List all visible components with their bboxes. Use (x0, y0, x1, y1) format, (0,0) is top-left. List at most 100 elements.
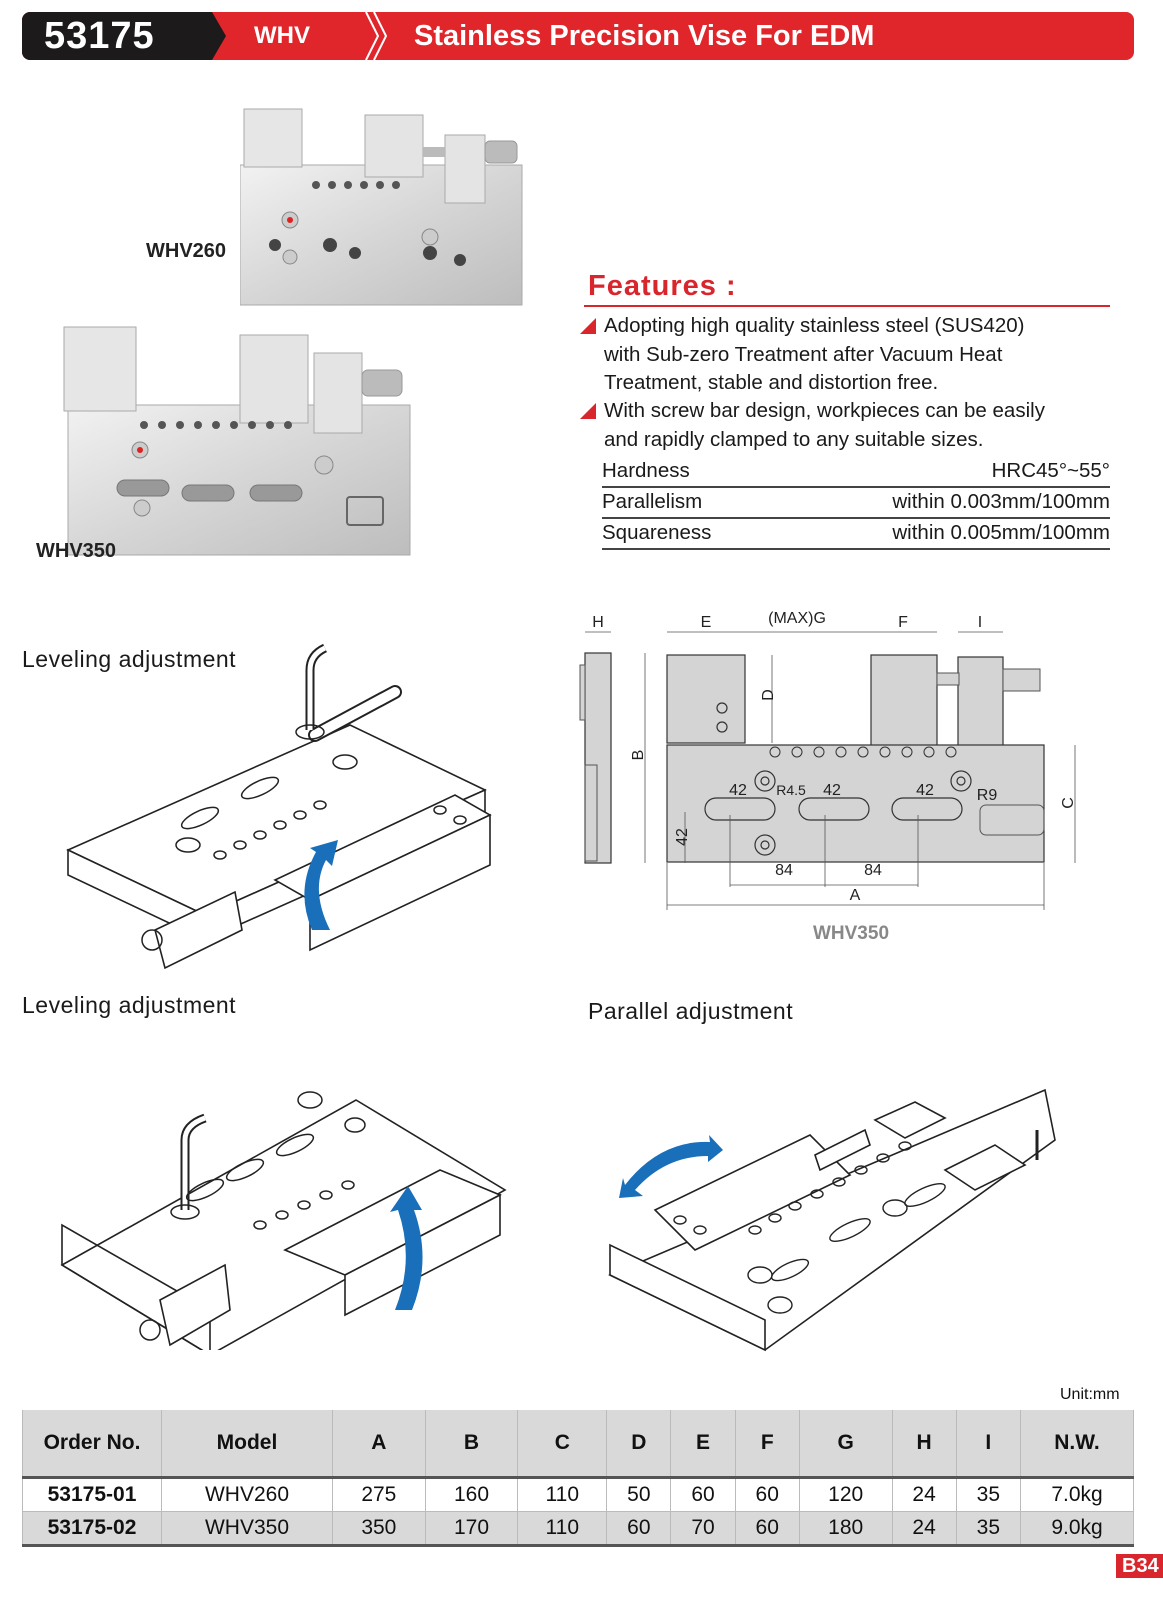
cell: 60 (734, 1476, 800, 1512)
col-header: C (517, 1410, 608, 1478)
illustration-title: Leveling adjustment (22, 992, 237, 1018)
catalog-code: 53175 (44, 15, 155, 57)
feature-item: Adopting high quality stainless steel (S… (580, 312, 1120, 398)
rotate-arrow-icon (390, 1186, 423, 1310)
col-header: E (670, 1410, 736, 1478)
dim-label-slot: 42 (729, 782, 747, 799)
spec-value: HRC45°~55° (991, 459, 1110, 482)
dim-label-d: D (760, 689, 777, 701)
col-header: H (891, 1410, 957, 1478)
cell: 180 (798, 1511, 893, 1547)
col-header: F (734, 1410, 800, 1478)
cell-model: WHV260 (161, 1476, 333, 1512)
dim-label-b: B (630, 750, 647, 761)
rotate-arrow-icon (304, 840, 338, 930)
photo-label-whv350: WHV350 (36, 540, 117, 562)
spec-key: Squareness (602, 521, 712, 544)
cell: 24 (891, 1476, 957, 1512)
red-triangle-bullet-icon (580, 318, 596, 334)
cell: 110 (517, 1476, 608, 1512)
cell: 70 (670, 1511, 736, 1547)
cell: 110 (517, 1511, 608, 1547)
dim-label-42-vertical: 42 (674, 828, 691, 846)
cell: 60 (606, 1511, 672, 1547)
series-name: WHV (254, 22, 310, 49)
col-header: B (424, 1410, 519, 1478)
table-row: 53175-01 WHV260 275 160 110 50 60 60 120… (22, 1476, 1134, 1512)
features-title: Features : (588, 270, 737, 302)
dim-label-i: I (978, 614, 982, 631)
spec-row-hardness: Hardness HRC45°~55° (602, 456, 1110, 488)
table-row: 53175-02 WHV350 350 170 110 60 70 60 180… (22, 1511, 1134, 1547)
cell: 24 (891, 1511, 957, 1547)
col-header: I (955, 1410, 1022, 1478)
feature-line: and rapidly clamped to any suitable size… (604, 427, 984, 451)
page-number-badge: B34 (1116, 1554, 1163, 1578)
drawing-caption: WHV350 (813, 923, 889, 944)
dim-label-a: A (850, 887, 861, 904)
cell: 170 (424, 1511, 519, 1547)
cell: 35 (955, 1511, 1022, 1547)
cell-order-no: 53175-02 (22, 1511, 162, 1547)
header-banner: 53175 WHV Stainless Precision Vise For E… (22, 12, 1134, 60)
cell: 350 (332, 1511, 426, 1547)
dim-label-slot: 42 (916, 782, 934, 799)
table-header-row: Order No. Model A B C D E F G H I N.W. (22, 1410, 1134, 1478)
dim-label-slot: 42 (823, 782, 841, 799)
spec-row-squareness: Squareness within 0.005mm/100mm (602, 518, 1110, 550)
swing-arrow-icon (619, 1135, 723, 1198)
spec-row-parallelism: Parallelism within 0.003mm/100mm (602, 487, 1110, 519)
dim-label-f: F (898, 614, 908, 631)
cell-order-no: 53175-01 (22, 1476, 162, 1512)
cell-weight: 9.0kg (1020, 1511, 1134, 1547)
dim-label-r45: R4.5 (776, 782, 806, 798)
dim-label-g: (MAX)G (768, 610, 826, 627)
dim-label-h: H (592, 614, 604, 631)
cell-weight: 7.0kg (1020, 1476, 1134, 1512)
leveling-illustration-1 (66, 643, 492, 970)
dim-label-pitch: 84 (864, 862, 882, 879)
illustration-title: Parallel adjustment (588, 998, 794, 1024)
page-title: Stainless Precision Vise For EDM (414, 20, 875, 52)
banner-code-tip (212, 12, 226, 60)
unit-label: Unit:mm (1060, 1386, 1120, 1403)
cell: 160 (424, 1476, 519, 1512)
spec-table: Order No. Model A B C D E F G H I N.W. 5… (22, 1410, 1134, 1547)
product-photo-whv260 (240, 108, 523, 306)
features-divider (584, 305, 1110, 307)
feature-line: Adopting high quality stainless steel (S… (604, 314, 1025, 337)
dim-label-r9: R9 (977, 787, 998, 804)
feature-line: with Sub-zero Treatment after Vacuum Hea… (604, 342, 1003, 366)
cell: 60 (670, 1476, 736, 1512)
dim-label-e: E (701, 614, 712, 631)
spec-key: Hardness (602, 459, 690, 482)
cell: 120 (798, 1476, 893, 1512)
product-photo-whv350 (63, 326, 411, 556)
parallel-illustration (608, 1088, 1056, 1352)
leveling-illustration-2 (60, 1091, 507, 1350)
spec-key: Parallelism (602, 490, 703, 513)
cell: 60 (734, 1511, 800, 1547)
col-header: Model (161, 1410, 333, 1478)
feature-item: With screw bar design, workpieces can be… (580, 397, 1120, 454)
col-header: N.W. (1020, 1410, 1134, 1478)
spec-value: within 0.003mm/100mm (892, 490, 1110, 513)
cell: 50 (606, 1476, 672, 1512)
slot-holes (704, 702, 972, 856)
illustration-title: Leveling adjustment (22, 646, 237, 672)
col-header: G (798, 1410, 893, 1478)
cell: 35 (955, 1476, 1022, 1512)
col-header: D (606, 1410, 672, 1478)
photo-label-whv260: WHV260 (146, 240, 227, 262)
feature-line: With screw bar design, workpieces can be… (604, 399, 1045, 422)
double-chevron-icon (365, 12, 388, 60)
spec-value: within 0.005mm/100mm (892, 521, 1110, 544)
col-header: A (332, 1410, 426, 1478)
feature-line: Treatment, stable and distortion free. (604, 371, 939, 394)
cell-model: WHV350 (161, 1511, 333, 1547)
banner-code-block (22, 12, 212, 60)
dim-label-c: C (1060, 797, 1077, 809)
cell: 275 (332, 1476, 426, 1512)
technical-drawing-whv350: H E (MAX)G F I D B C A 42 42 42 R4.5 R9 … (579, 610, 1077, 944)
col-header: Order No. (22, 1410, 162, 1478)
